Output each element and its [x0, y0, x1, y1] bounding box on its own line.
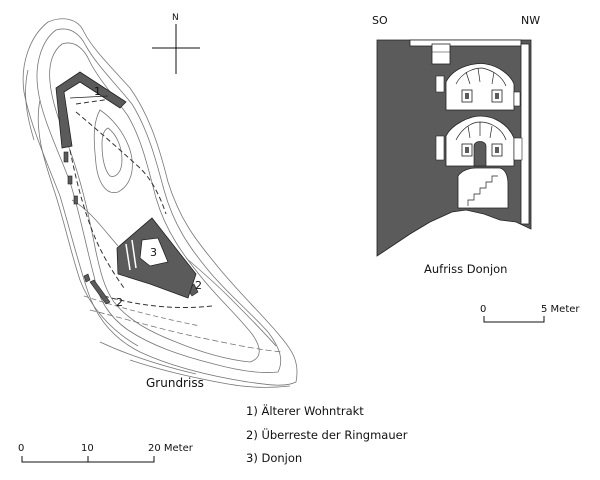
lower-niche-left: [435, 135, 445, 161]
elevation-caption: Aufriss Donjon: [424, 262, 507, 276]
elev-scale-tick-5: 5 Meter: [541, 304, 580, 315]
wing-interior-line: [69, 95, 109, 99]
plan-marker-2a: 2: [195, 279, 202, 292]
contour-line: [99, 341, 197, 375]
lower-doorway: [473, 141, 487, 167]
wall-fragment: [89, 279, 111, 305]
contour-line: [25, 69, 35, 141]
tower-chimney: [431, 43, 451, 65]
roof-band: [409, 39, 522, 47]
upper-niche-left: [435, 75, 445, 93]
north-label: N: [172, 13, 179, 23]
upper-window-right-pane: [495, 93, 499, 99]
legend-item-2: 2) Überreste der Ringmauer: [246, 428, 408, 442]
contour-line: [101, 127, 123, 177]
lower-vault-arch: [455, 121, 507, 141]
contour-line: [49, 42, 260, 363]
lower-window-left-pane: [465, 147, 469, 153]
older-residential-wing: [55, 71, 127, 149]
elevation-dir-nw: NW: [521, 14, 540, 27]
lower-window-right-pane: [495, 147, 499, 153]
wing-masonry: [55, 71, 127, 149]
plan-scale-bar: [21, 456, 155, 463]
wall-fragment: [73, 195, 78, 205]
dashed-path: [69, 149, 125, 289]
contour-line: [37, 99, 139, 347]
donjon-interior: [139, 237, 169, 267]
wall-fragment: [83, 273, 91, 283]
contour-line: [71, 199, 119, 247]
donjon-elevation: [376, 39, 532, 257]
legend-item-1: 1) Älterer Wohntrakt: [246, 404, 364, 418]
dashed-path: [75, 111, 167, 215]
elevation-dir-so: SO: [372, 14, 388, 27]
elevation-scale-bar: [483, 316, 545, 323]
upper-niche-right: [513, 91, 521, 107]
legend-item-3: 3) Donjon: [246, 451, 303, 465]
contour-line: [93, 109, 133, 194]
wall-fragment: [67, 175, 73, 185]
plan-caption: Grundriss: [146, 376, 204, 390]
donjon-stair: [125, 239, 137, 271]
plan-scale-tick-10: 10: [81, 443, 94, 454]
upper-vault-arch: [455, 67, 507, 87]
wall-fragment: [63, 151, 69, 163]
north-arrow-icon: [152, 24, 200, 74]
contour-line: [22, 18, 298, 386]
ground-plan: [22, 18, 298, 388]
upper-window-left-pane: [465, 93, 469, 99]
donjon-plan: [116, 217, 197, 299]
contour-line: [89, 309, 283, 353]
plan-scale-tick-0: 0: [18, 443, 24, 454]
elev-scale-tick-0: 0: [480, 304, 486, 315]
lower-niche-right: [513, 137, 523, 161]
dashed-path: [103, 295, 213, 309]
contour-line: [185, 257, 277, 347]
contour-line: [129, 359, 291, 388]
plan-marker-2b: 2: [116, 296, 123, 309]
tower-edge: [520, 43, 530, 225]
base-stair: [467, 175, 498, 206]
plan-marker-1: 1: [94, 85, 101, 98]
plan-marker-3: 3: [150, 246, 157, 259]
plan-scale-tick-20: 20 Meter: [148, 443, 194, 454]
contour-line: [83, 295, 201, 327]
